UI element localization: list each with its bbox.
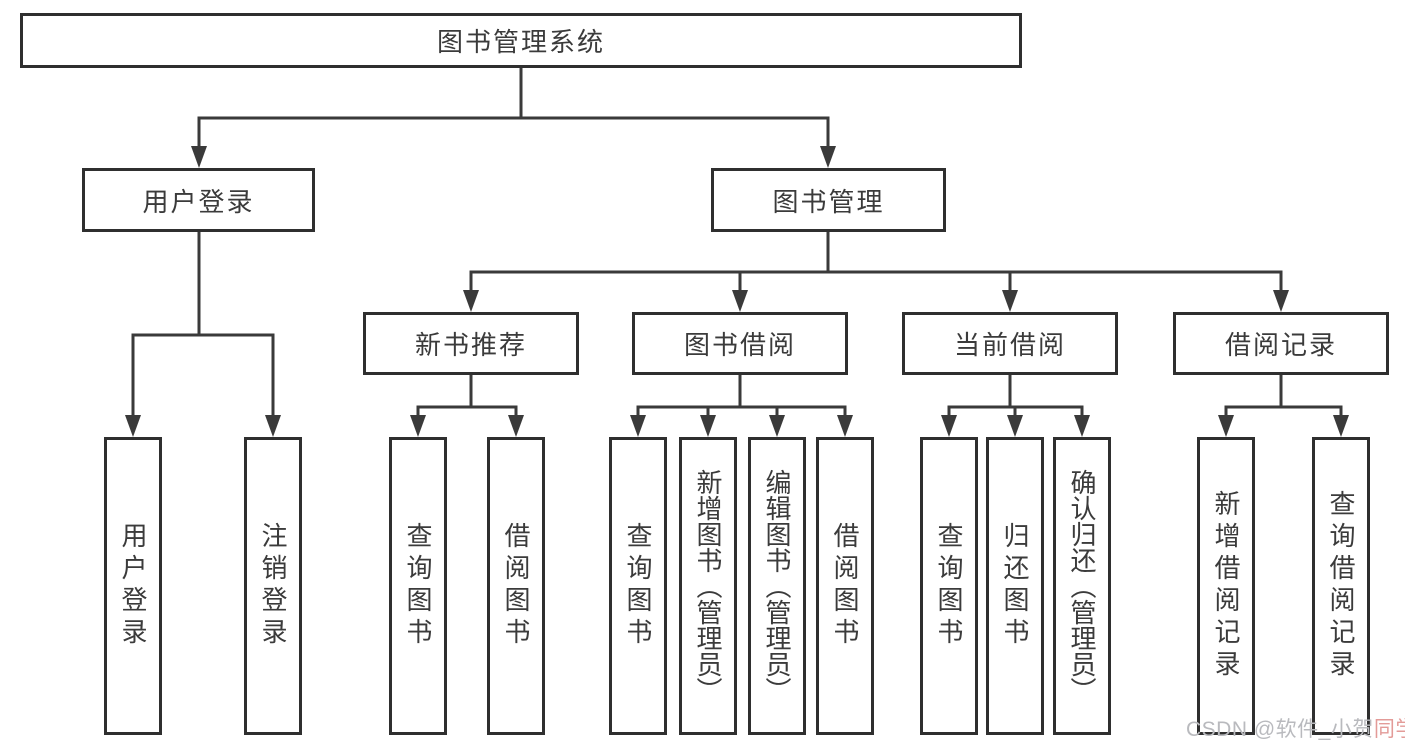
csdn-watermark-text-pink: 同学 [1373,718,1405,741]
node-library-management-system: 图书管理系统 [20,13,1022,68]
csdn-watermark-text: CSDN @软件_小贺 [1186,718,1374,741]
csdn-watermark: CSDN @软件_小贺同学 [1186,713,1405,743]
leaf-user-login: 用户登录 [104,437,162,735]
leaf-borrow-books-recommend: 借阅图书 [487,437,545,735]
leaf-query-books-recommend: 查询图书 [389,437,447,735]
node-book-borrowing: 图书借阅 [632,312,848,375]
leaf-query-books-borrow: 查询图书 [609,437,667,735]
leaf-query-books-current: 查询图书 [920,437,978,735]
leaf-return-books: 归还图书 [986,437,1044,735]
leaf-add-borrow-record: 新增借阅记录 [1197,437,1255,735]
leaf-query-borrow-record: 查询借阅记录 [1312,437,1370,735]
connector-bookmgmt-to-level3 [463,232,1289,312]
node-book-management: 图书管理 [711,168,946,232]
connector-records-to-leaves [1218,375,1349,437]
node-current-borrowing: 当前借阅 [902,312,1118,375]
leaf-confirm-return-admin: 确认归还（管理员） [1053,437,1111,735]
connector-root-to-level2 [191,68,836,168]
leaf-borrow-books: 借阅图书 [816,437,874,735]
connector-newbook-to-leaves [410,375,524,437]
node-borrowing-records: 借阅记录 [1173,312,1389,375]
leaf-add-books-admin: 新增图书（管理员） [679,437,737,735]
connector-borrow-to-leaves [630,375,853,437]
connector-current-to-leaves [941,375,1090,437]
node-new-book-recommendation: 新书推荐 [363,312,579,375]
leaf-edit-books-admin: 编辑图书（管理员） [748,437,806,735]
node-user-login: 用户登录 [82,168,315,232]
connector-userlogin-to-leaves [125,232,281,437]
leaf-logout: 注销登录 [244,437,302,735]
